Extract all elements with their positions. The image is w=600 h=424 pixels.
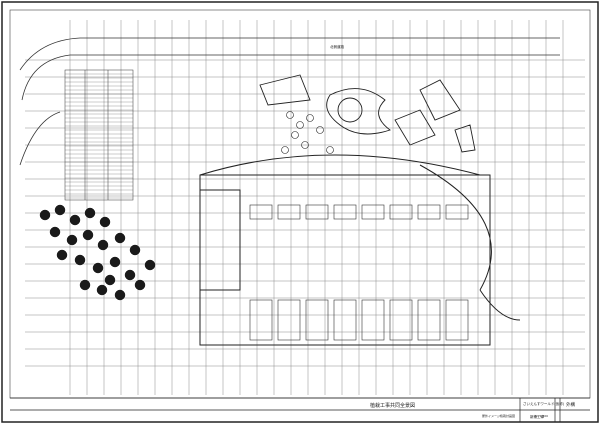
- room-unit: [445, 204, 469, 220]
- tree-symbol-icon: [281, 146, 289, 154]
- road-outline: [19, 37, 560, 166]
- room-unit: [445, 299, 469, 341]
- drawing-no: 外構: [566, 401, 575, 408]
- tree-symbol-icon: [69, 214, 81, 226]
- tree-symbol-icon: [104, 274, 116, 286]
- table-rows: [65, 73, 133, 199]
- room-units: [249, 204, 469, 341]
- tree-symbol-icon: [129, 244, 141, 256]
- tree-symbol-icon: [109, 256, 121, 268]
- room-unit: [249, 299, 273, 341]
- tree-symbol-icon: [114, 289, 126, 301]
- room-unit: [305, 204, 329, 220]
- room-unit: [305, 299, 329, 341]
- room-unit: [389, 204, 413, 220]
- upper-structures: [259, 74, 476, 153]
- tree-symbol-icon: [301, 141, 309, 149]
- tree-symbol-icon: [56, 249, 68, 261]
- room-unit: [333, 204, 357, 220]
- tree-symbol-icon: [114, 232, 126, 244]
- title-block: [10, 397, 590, 422]
- tree-symbol-icon: [326, 146, 334, 154]
- tree-symbol-icon: [82, 229, 94, 241]
- room-unit: [277, 204, 301, 220]
- room-unit: [417, 204, 441, 220]
- phase: 新築工事: [530, 414, 544, 419]
- tree-symbol-icon: [316, 126, 324, 134]
- room-unit: [277, 299, 301, 341]
- room-unit: [361, 204, 385, 220]
- scale: S=1/300: [535, 414, 548, 418]
- room-unit: [389, 299, 413, 341]
- sheet-name: 屋外イメージ植栽計画図: [482, 413, 515, 418]
- tree-cluster: [39, 204, 156, 301]
- upper-tree-cluster: [281, 111, 334, 154]
- tree-symbol-icon: [296, 121, 304, 129]
- tree-symbol-icon: [84, 207, 96, 219]
- tree-symbol-icon: [66, 234, 78, 246]
- building-plan: [199, 154, 521, 346]
- tree-symbol-icon: [97, 239, 109, 251]
- room-unit: [333, 299, 357, 341]
- planting-schedule-table: [64, 69, 134, 201]
- tree-symbol-icon: [306, 114, 314, 122]
- room-unit: [361, 299, 385, 341]
- road-label: 北側道路: [330, 44, 344, 49]
- tree-symbol-icon: [39, 209, 51, 221]
- room-unit: [417, 299, 441, 341]
- tree-symbol-icon: [49, 226, 61, 238]
- room-unit: [249, 204, 273, 220]
- tree-symbol-icon: [291, 131, 299, 139]
- grid-lines: [25, 20, 585, 395]
- tree-symbol-icon: [74, 254, 86, 266]
- tree-symbol-icon: [54, 204, 66, 216]
- tree-symbol-icon: [134, 279, 146, 291]
- tree-symbol-icon: [79, 279, 91, 291]
- tree-symbol-icon: [144, 259, 156, 271]
- drawing-title: 植栽工事共同全景図: [370, 402, 415, 409]
- tree-symbol-icon: [286, 111, 294, 119]
- tree-symbol-icon: [96, 284, 108, 296]
- project-name: さいえんすワールド(仮称): [523, 401, 565, 406]
- tree-symbol-icon: [92, 262, 104, 274]
- tree-symbol-icon: [124, 269, 136, 281]
- tree-symbol-icon: [99, 216, 111, 228]
